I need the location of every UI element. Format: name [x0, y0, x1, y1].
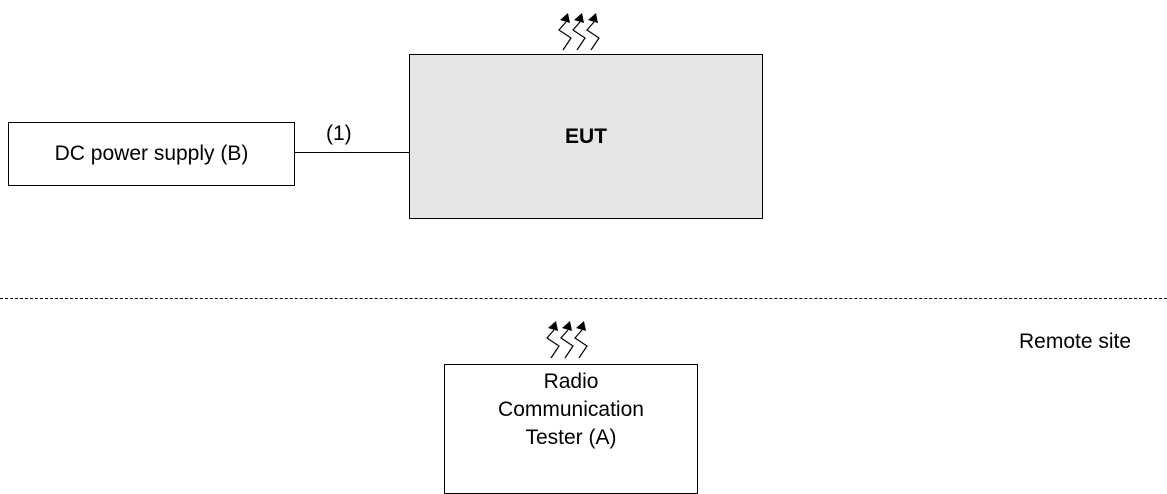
site-divider: [0, 298, 1167, 299]
connection-label: (1): [326, 122, 352, 145]
tester-label-line-3: Tester (A): [525, 426, 617, 449]
tester-antenna-icon: [546, 321, 588, 359]
radio-communication-tester-box: Radio Communication Tester (A): [444, 364, 698, 494]
eut-box: EUT: [409, 54, 763, 219]
eut-label: EUT: [565, 124, 607, 148]
dc-power-supply-box: DC power supply (B): [8, 122, 295, 186]
eut-antenna-icon: [558, 13, 600, 51]
connection-line: [295, 152, 409, 153]
tester-label-line-2: Communication: [498, 398, 644, 421]
remote-site-label: Remote site: [1019, 330, 1132, 353]
tester-label-line-1: Radio: [543, 370, 599, 393]
dc-power-supply-label: DC power supply (B): [54, 142, 249, 165]
tester-label: Radio Communication Tester (A): [498, 368, 644, 452]
